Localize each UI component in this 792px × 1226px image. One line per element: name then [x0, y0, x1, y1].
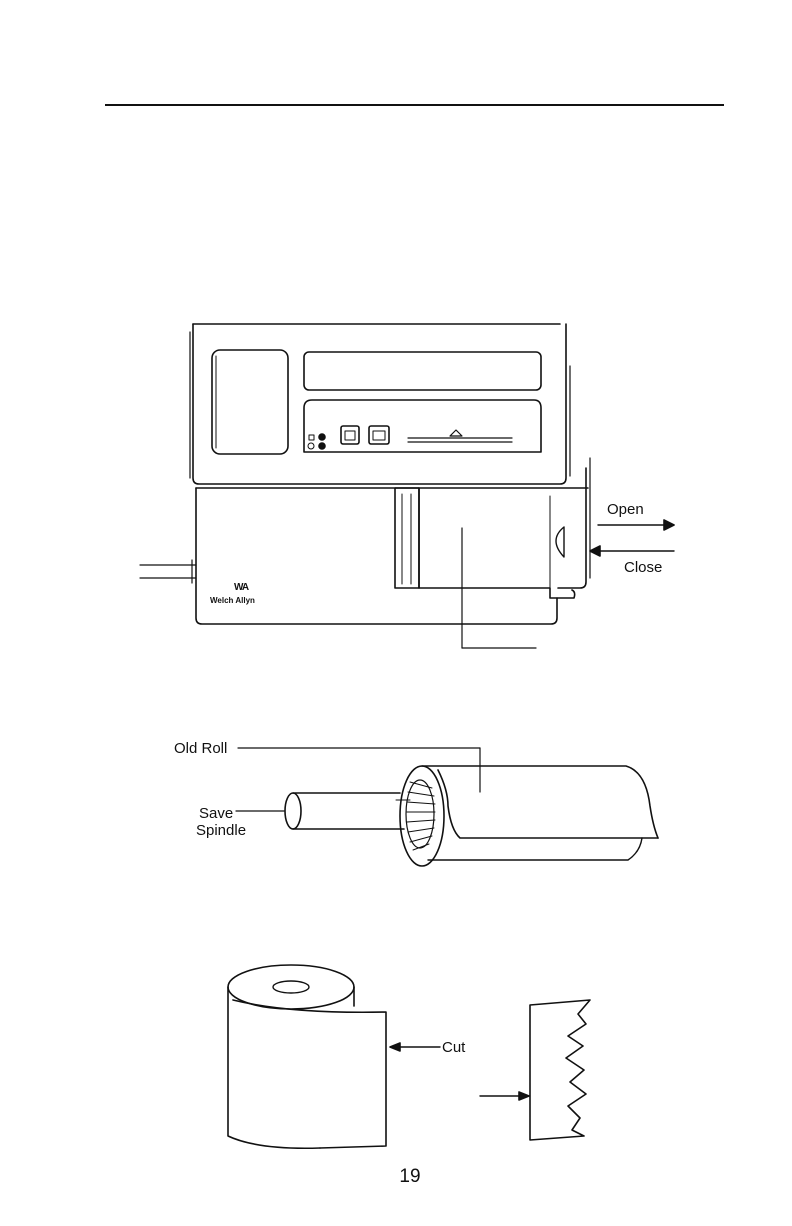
cut-arrow	[390, 1043, 440, 1051]
cut-label: Cut	[442, 1039, 465, 1056]
page-number: 19	[390, 1166, 430, 1188]
new-paper-roll	[228, 965, 386, 1148]
torn-paper-strip	[530, 1000, 590, 1140]
strip-arrow	[480, 1092, 529, 1100]
